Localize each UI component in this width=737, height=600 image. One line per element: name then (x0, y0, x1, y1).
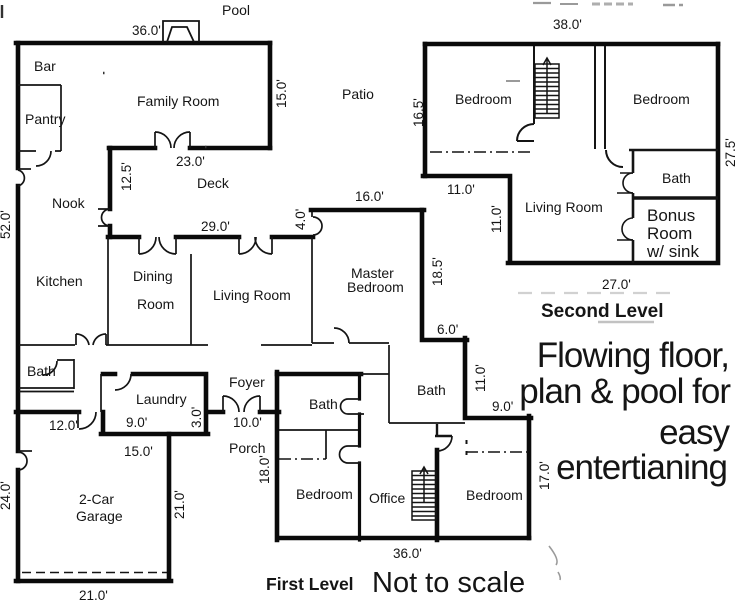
svg-text:Bath: Bath (309, 396, 338, 412)
svg-text:52.0': 52.0' (0, 210, 13, 239)
svg-text:21.0': 21.0' (172, 490, 187, 519)
svg-text:16.0': 16.0' (355, 189, 384, 204)
svg-text:12.0': 12.0' (49, 418, 78, 433)
svg-text:27.0': 27.0' (602, 277, 631, 292)
svg-text:Room: Room (647, 224, 692, 243)
svg-text:Master: Master (351, 265, 394, 281)
svg-text:9.0': 9.0' (492, 399, 513, 414)
svg-text:Bonus: Bonus (647, 206, 695, 225)
svg-text:Garage: Garage (76, 508, 123, 524)
svg-text:Kitchen: Kitchen (36, 273, 83, 289)
svg-text:w/ sink: w/ sink (646, 242, 699, 261)
svg-text:Pool: Pool (222, 2, 250, 18)
svg-text:Bedroom: Bedroom (633, 91, 690, 107)
svg-text:16.5': 16.5' (411, 98, 426, 127)
svg-text:Dining: Dining (133, 268, 173, 284)
svg-text:Office: Office (369, 490, 406, 506)
svg-text:36.0': 36.0' (393, 546, 422, 561)
svg-text:15.0': 15.0' (274, 79, 289, 108)
svg-text:3.0': 3.0' (189, 407, 204, 428)
svg-text:Room: Room (137, 296, 174, 312)
svg-text:4.0': 4.0' (293, 209, 308, 230)
svg-text:Family Room: Family Room (137, 93, 219, 109)
svg-text:15.0': 15.0' (124, 444, 153, 459)
svg-text:Bar: Bar (34, 58, 56, 74)
svg-text:Not to scale: Not to scale (372, 567, 525, 599)
svg-text:11.0': 11.0' (489, 205, 504, 233)
svg-text:6.0': 6.0' (437, 322, 458, 337)
svg-text:Laundry: Laundry (136, 391, 187, 407)
svg-text:29.0': 29.0' (201, 219, 230, 234)
svg-text:Nook: Nook (52, 195, 86, 211)
svg-text:27.5': 27.5' (723, 138, 737, 167)
svg-text:24.0': 24.0' (0, 481, 13, 510)
svg-text:Bedroom: Bedroom (466, 487, 523, 503)
svg-text:10.0': 10.0' (233, 415, 262, 430)
svg-text:18.0': 18.0' (257, 455, 272, 484)
svg-text:Flowing floor,: Flowing floor, (537, 336, 729, 375)
svg-text:12.5': 12.5' (119, 162, 134, 191)
svg-text:Bath: Bath (662, 170, 691, 186)
svg-text:2-Car: 2-Car (79, 491, 114, 507)
svg-text:18.5': 18.5' (430, 257, 445, 286)
svg-text:First Level: First Level (266, 574, 354, 594)
svg-text:plan & pool for: plan & pool for (519, 372, 731, 411)
svg-text:Bedroom: Bedroom (347, 279, 404, 295)
svg-text:entertianing: entertianing (556, 448, 727, 487)
svg-text:Bedroom: Bedroom (455, 91, 512, 107)
svg-text:Foyer: Foyer (229, 374, 265, 390)
svg-text:Second Level: Second Level (541, 301, 664, 322)
svg-text:Porch: Porch (229, 440, 266, 456)
svg-text:Bedroom: Bedroom (296, 486, 353, 502)
svg-text:easy: easy (659, 413, 730, 452)
svg-text:21.0': 21.0' (79, 588, 108, 600)
svg-text:Bath: Bath (417, 382, 446, 398)
svg-text:Bath: Bath (27, 363, 56, 379)
svg-text:Living Room: Living Room (525, 199, 603, 215)
svg-text:38.0': 38.0' (553, 17, 582, 32)
svg-text:Deck: Deck (197, 175, 230, 191)
svg-text:11.0': 11.0' (447, 182, 475, 197)
svg-text:9.0': 9.0' (126, 415, 147, 430)
svg-text:Pantry: Pantry (25, 111, 65, 127)
svg-text:17.0': 17.0' (537, 461, 552, 490)
svg-text:23.0': 23.0' (176, 154, 205, 169)
svg-text:Patio: Patio (342, 86, 374, 102)
svg-text:Living Room: Living Room (213, 287, 291, 303)
svg-text:36.0': 36.0' (132, 23, 161, 38)
svg-text:11.0': 11.0' (473, 364, 488, 392)
